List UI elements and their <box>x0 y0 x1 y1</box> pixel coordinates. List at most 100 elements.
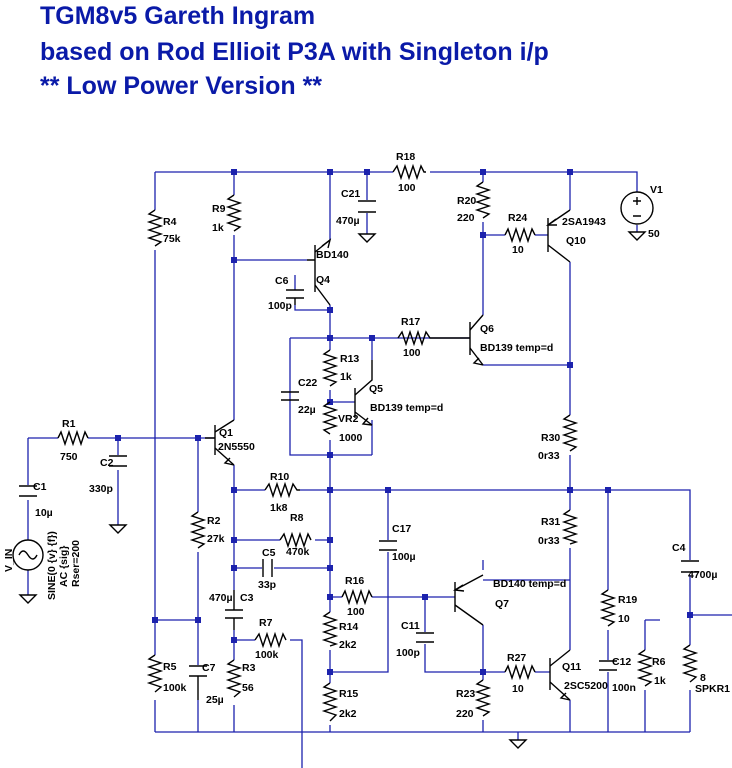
label-r24-ref: R24 <box>508 212 527 224</box>
label-q1-model: 2N5550 <box>218 441 255 453</box>
resistor-r23 <box>474 679 492 717</box>
capacitors <box>19 200 699 700</box>
label-r10-value: 1k8 <box>270 502 288 514</box>
label-c5-ref: C5 <box>262 547 276 559</box>
junction-dots <box>115 169 693 675</box>
component-labels: R18 100 C21 470µ V1 50 R4 75k R9 1k BD14… <box>3 151 730 720</box>
label-c22-value: 22µ <box>298 404 316 416</box>
ground-symbols <box>18 231 647 749</box>
label-r20-value: 220 <box>457 212 475 224</box>
label-v1-value: 50 <box>648 228 660 240</box>
label-r10-ref: R10 <box>270 471 289 483</box>
label-c17-value: 100µ <box>392 551 416 563</box>
label-q7-ref: Q7 <box>495 598 509 610</box>
resistor-r13 <box>321 349 339 387</box>
voltage-source-v-in <box>12 539 44 571</box>
label-q11-ref: Q11 <box>562 661 581 673</box>
label-r9-ref: R9 <box>212 203 226 215</box>
schematic-title-line-1: TGM8v5 Gareth Ingram <box>40 2 316 30</box>
label-c17-ref: C17 <box>392 523 411 535</box>
label-r2-value: 27k <box>207 533 225 545</box>
label-r5-ref: R5 <box>163 661 177 673</box>
capacitor-c17 <box>379 540 397 551</box>
label-c7-value: 25µ <box>206 694 224 706</box>
label-c11-ref: C11 <box>401 620 420 632</box>
label-q1-ref: Q1 <box>219 427 233 439</box>
ground-c21 <box>357 233 377 243</box>
resistor-r5 <box>146 654 164 693</box>
label-c21-value: 470µ <box>336 215 360 227</box>
label-r18-value: 100 <box>398 182 416 194</box>
transistor-q10 <box>545 209 571 263</box>
ground-bottom <box>508 739 528 749</box>
label-r18-ref: R18 <box>396 151 415 163</box>
label-r31-ref: R31 <box>541 516 560 528</box>
label-r14-value: 2k2 <box>339 639 357 651</box>
label-r14-ref: R14 <box>339 621 358 633</box>
capacitor-c21 <box>358 200 376 213</box>
label-q4-model: BD140 <box>316 249 349 261</box>
resistor-r30 <box>561 414 579 452</box>
capacitor-c3 <box>225 590 243 630</box>
label-c21-ref: C21 <box>341 188 360 200</box>
ground-c2 <box>108 524 128 534</box>
label-r6-value: 1k <box>654 675 666 687</box>
resistor-vr2 <box>321 401 339 435</box>
capacitor-c1 <box>19 485 37 497</box>
ground-v1 <box>627 231 647 241</box>
label-r23-value: 220 <box>456 708 474 720</box>
label-q10-model: 2SA1943 <box>562 216 606 228</box>
label-r8-ref: R8 <box>290 512 304 524</box>
resistor-r19 <box>599 589 617 627</box>
label-r15-ref: R15 <box>339 688 358 700</box>
label-q10-ref: Q10 <box>566 235 586 247</box>
label-q5-ref: Q5 <box>369 383 383 395</box>
label-v-in-line3: Rser=200 <box>70 540 82 587</box>
label-r19-value: 10 <box>618 613 630 625</box>
label-spkr1-ref: SPKR1 <box>695 683 730 695</box>
resistor-r3 <box>225 659 243 698</box>
label-c3-value: 470µ <box>209 592 233 604</box>
label-c4-ref: C4 <box>672 542 686 554</box>
label-c6-ref: C6 <box>275 275 289 287</box>
transistor-q1 <box>205 419 235 466</box>
resistors <box>57 163 699 722</box>
label-r13-value: 1k <box>340 371 352 383</box>
resistor-r31 <box>561 509 579 545</box>
resistor-r8 <box>279 531 312 549</box>
label-q5-model: BD139 temp=d <box>370 402 443 414</box>
transistor-q4 <box>307 238 332 306</box>
transistors <box>205 209 571 701</box>
capacitor-c6 <box>286 289 304 305</box>
label-r24-value: 10 <box>512 244 524 256</box>
voltage-source-v1 <box>620 191 654 225</box>
resistor-r1 <box>57 429 89 447</box>
schematic-title-line-2: based on Rod Ellioit P3A with Singleton … <box>40 38 549 66</box>
label-r20-ref: R20 <box>457 195 476 207</box>
label-c12-value: 100n <box>612 682 636 694</box>
capacitor-c2 <box>109 455 127 467</box>
label-r1-ref: R1 <box>62 418 76 430</box>
resistor-r2 <box>189 511 207 549</box>
label-r9-value: 1k <box>212 222 224 234</box>
schematic-title-line-3: ** Low Power Version ** <box>40 72 323 100</box>
label-c6-value: 100p <box>268 300 292 312</box>
label-r27-value: 10 <box>512 683 524 695</box>
wires <box>27 171 732 768</box>
label-v-in-line2: AC {sig} <box>58 546 70 587</box>
label-r3-value: 56 <box>242 682 254 694</box>
label-v-in-ref: V_IN <box>3 549 15 572</box>
label-r16-ref: R16 <box>345 575 364 587</box>
label-r15-value: 2k2 <box>339 708 357 720</box>
label-r30-ref: R30 <box>541 432 560 444</box>
resistor-spkr1 <box>681 644 699 683</box>
label-r13-ref: R13 <box>340 353 359 365</box>
label-c3-ref: C3 <box>240 592 254 604</box>
label-c5-value: 33p <box>258 579 276 591</box>
label-v1-ref: V1 <box>650 184 663 196</box>
capacitor-c5 <box>262 559 273 577</box>
label-c2-value: 330p <box>89 483 113 495</box>
resistor-r15 <box>321 682 339 722</box>
resistor-r4 <box>146 209 164 247</box>
capacitor-c4 <box>681 560 699 573</box>
